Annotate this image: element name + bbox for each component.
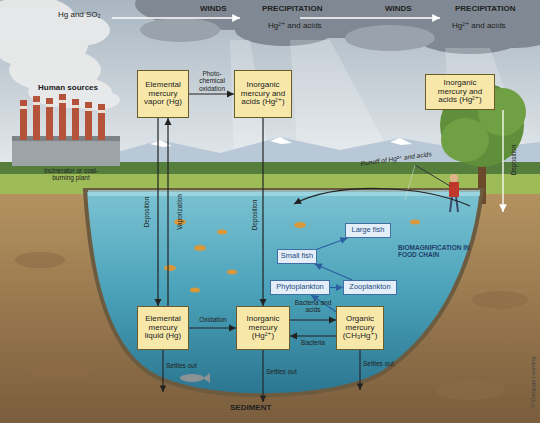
edge-label: Deposition <box>142 177 152 247</box>
process-label: Deposition <box>509 125 519 195</box>
node-text: Small fish <box>281 252 314 260</box>
connector-arrow <box>262 118 263 306</box>
node-text: Phytoplankton <box>276 283 324 291</box>
edge-label: Deposition <box>250 180 260 250</box>
mercury-box: Inorganic mercury and acids (Hg²⁺) <box>234 70 292 118</box>
food-chain-box: Phytoplankton <box>270 280 330 295</box>
node-text: Inorganic mercury and acids (Hg²⁺) <box>237 81 289 108</box>
connector-arrow <box>189 93 234 94</box>
mercury-box: Organic mercury (CH₃Hg⁺) <box>336 306 384 350</box>
plant-label: Incinerator or coal-burning plant <box>34 167 108 182</box>
edge-label: Oxidation <box>190 316 236 323</box>
food-chain-box: Zooplankton <box>343 280 397 295</box>
node-text: Inorganic mercury (Hg²⁺) <box>239 315 287 342</box>
precipitation-label: Hg²⁺ and acids <box>268 22 348 31</box>
weather-label: WINDS <box>200 5 250 14</box>
source-label: Human sources <box>38 84 118 93</box>
section-heading: BIOMAGNIFICATION IN FOOD CHAIN <box>398 244 478 259</box>
precipitation-label: Hg²⁺ and acids <box>452 22 532 31</box>
connector-arrow <box>317 238 348 249</box>
emission-label: Hg and SO₂ <box>58 11 118 20</box>
watermark: © Cengage Learning <box>528 342 538 422</box>
node-text: Elemental mercury vapor (Hg) <box>140 81 186 108</box>
weather-label: PRECIPITATION <box>262 5 342 14</box>
edge-label: Bacteria and acids <box>291 299 335 314</box>
connector-arrow <box>189 327 236 328</box>
node-text: Zooplankton <box>349 283 390 291</box>
weather-label: WINDS <box>385 5 435 14</box>
mercury-box: Elemental mercury vapor (Hg) <box>137 70 189 118</box>
connector-arrow <box>157 118 158 306</box>
layer-label: SEDIMENT <box>230 404 310 413</box>
edge-label: Bacteria <box>291 339 335 346</box>
process-label: Settles out <box>166 362 206 369</box>
process-label: Settles out <box>266 368 306 375</box>
node-text: Inorganic mercury and acids (Hg²⁺) <box>428 79 492 106</box>
edge-label: Photo-chemical oxidation <box>190 70 234 92</box>
connector-arrow <box>290 335 336 336</box>
process-label: Settles out <box>363 360 403 367</box>
node-text: Organic mercury (CH₃Hg⁺) <box>339 315 381 342</box>
connector-arrow <box>167 118 168 306</box>
node-text: Elemental mercury liquid (Hg) <box>140 315 186 342</box>
node-text: Large fish <box>352 226 385 234</box>
edge-label: Vaporization <box>175 177 185 247</box>
food-chain-box: Small fish <box>277 249 317 264</box>
mercury-box: Elemental mercury liquid (Hg) <box>137 306 189 350</box>
weather-label: PRECIPITATION <box>455 5 535 14</box>
food-chain-box: Large fish <box>345 223 391 238</box>
mercury-box: Inorganic mercury and acids (Hg²⁺) <box>425 74 495 110</box>
mercury-box: Inorganic mercury (Hg²⁺) <box>236 306 290 350</box>
connector-arrow <box>330 287 343 288</box>
connector-arrow <box>290 319 336 320</box>
connector-arrow <box>315 264 353 280</box>
